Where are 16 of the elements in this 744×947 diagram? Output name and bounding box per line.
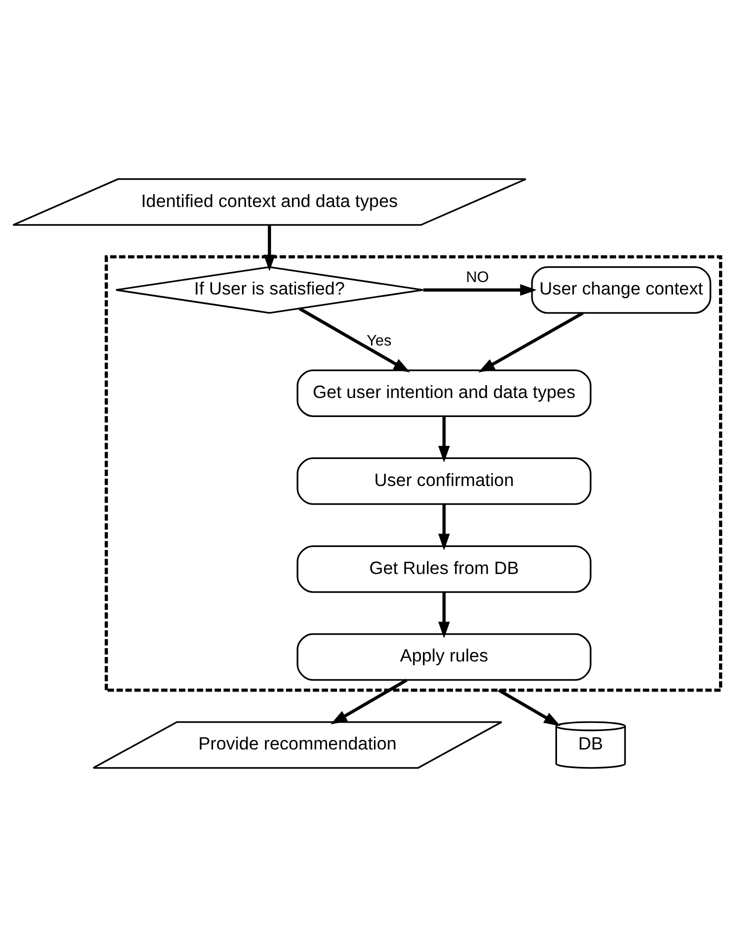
arrow — [438, 416, 450, 462]
node-box: Apply rules — [296, 633, 592, 681]
arrow — [498, 688, 560, 726]
edge-label: NO — [466, 268, 489, 286]
arrow — [264, 225, 276, 272]
node-box: User confirmation — [296, 457, 592, 505]
arrow — [478, 312, 584, 373]
edge-label: Yes — [366, 332, 392, 350]
node-diamond: If User is satisfied? — [115, 266, 424, 314]
arrow — [438, 592, 450, 638]
node-box: Get user intention and data types — [296, 369, 592, 417]
node-box: User change context — [531, 266, 712, 314]
arrow — [438, 504, 450, 550]
node-box: Get Rules from DB — [296, 545, 592, 593]
arrow — [298, 307, 410, 372]
arrow — [423, 284, 537, 296]
